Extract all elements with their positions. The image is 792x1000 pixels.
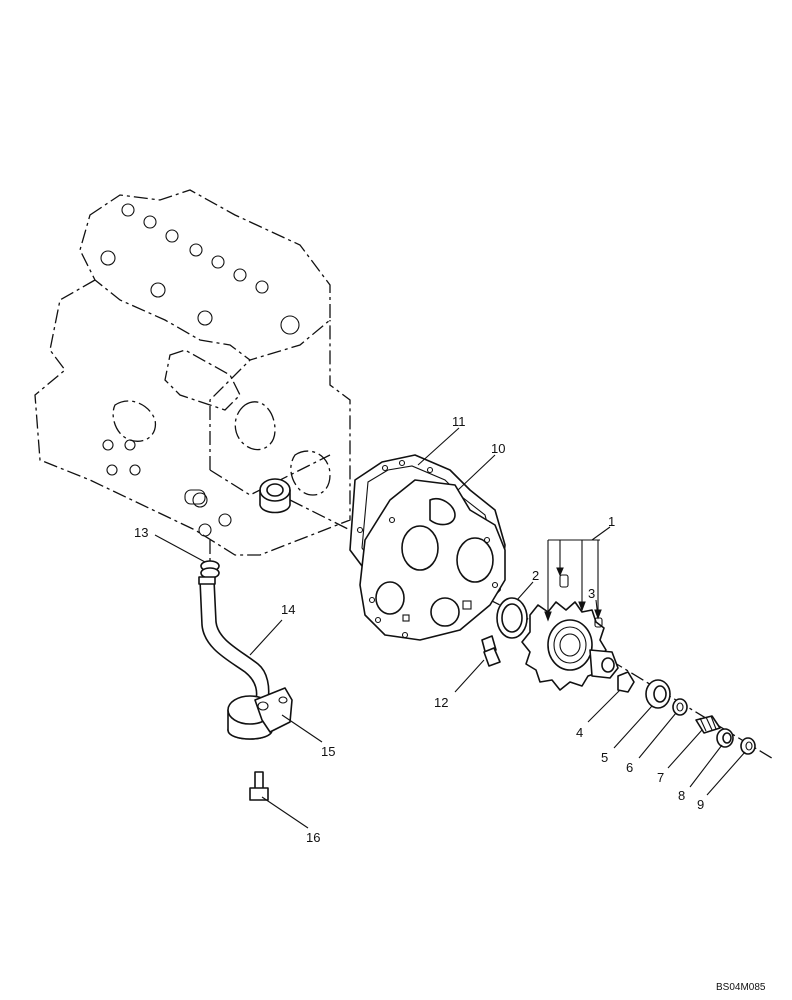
callout-13: 13: [134, 525, 148, 540]
bolt-part-12: [481, 635, 501, 667]
vane-part-4: [617, 671, 635, 693]
callout-16: 16: [306, 830, 320, 845]
callout-labels: 1 2 3 4 5 6 7 8 9 10 11 12 13 14 15 16 B…: [134, 414, 766, 993]
callout-6: 6: [626, 760, 633, 775]
washer-part-6: [672, 698, 688, 716]
seal-ring-part-2: [496, 597, 528, 639]
callout-14: 14: [281, 602, 295, 617]
snap-ring-part-9: [740, 737, 756, 755]
callout-12: 12: [434, 695, 448, 710]
cover-disc-part-5: [645, 679, 671, 709]
cover-plate-part-10: [359, 479, 506, 641]
bolt-part-16: [249, 771, 269, 801]
oil-pump-gear-part-1: [521, 574, 619, 691]
callout-10: 10: [491, 441, 505, 456]
callout-1: 1: [608, 514, 615, 529]
callout-8: 8: [678, 788, 685, 803]
callout-2: 2: [532, 568, 539, 583]
spring-part-7: [695, 715, 721, 734]
drawing-code: BS04M085: [716, 982, 766, 993]
plug-part-8: [716, 728, 734, 748]
callout-leader-lines: [154, 427, 746, 829]
callout-7: 7: [657, 770, 664, 785]
callout-15: 15: [321, 744, 335, 759]
engine-block: [34, 189, 351, 556]
callout-3: 3: [588, 586, 595, 601]
callout-9: 9: [697, 797, 704, 812]
callout-4: 4: [576, 725, 583, 740]
oil-strainer-part-15: [227, 687, 293, 740]
o-ring-part-13: [200, 560, 220, 579]
callout-5: 5: [601, 750, 608, 765]
suction-pipe-part-14: [198, 576, 270, 701]
callout-11: 11: [452, 414, 466, 429]
